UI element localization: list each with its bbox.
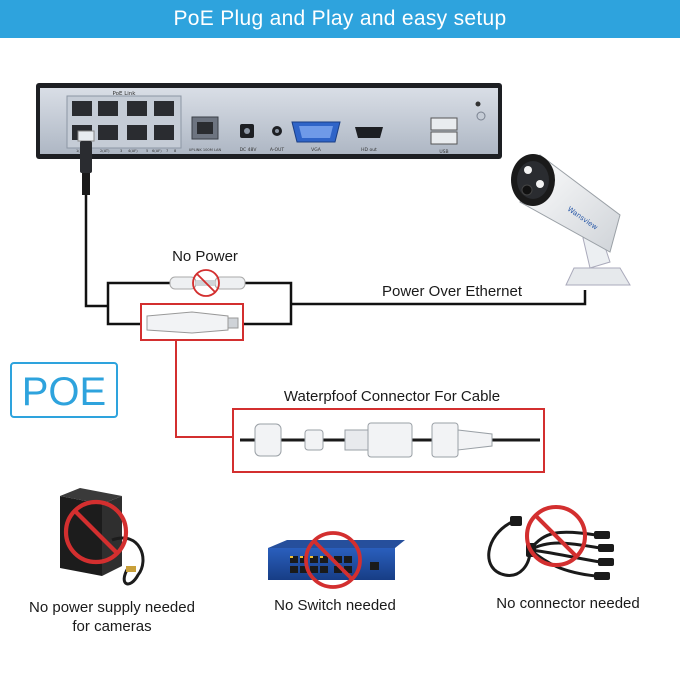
nvr-recorder: PoE Link 1(AF) 2(AT) 3 4(AF) 5 6(AF) 7 8… bbox=[36, 83, 502, 159]
port-label-6: 6(AF) bbox=[152, 149, 162, 153]
poe-link-label: PoE Link bbox=[113, 91, 137, 97]
caption-switch-line1: No Switch needed bbox=[274, 597, 396, 614]
port-7 bbox=[127, 125, 147, 140]
port-1 bbox=[72, 101, 92, 116]
threaded-sleeve bbox=[344, 429, 370, 451]
port-2 bbox=[98, 101, 118, 116]
bullet-camera: Wansview bbox=[511, 154, 631, 286]
port-8 bbox=[154, 125, 174, 140]
no-power-label: No Power bbox=[172, 248, 238, 265]
usb-label: USB bbox=[439, 149, 448, 155]
caption-power-supply-line1: No power supply needed bbox=[29, 599, 195, 616]
caption-power-supply: No power supply needed for cameras bbox=[6, 598, 218, 636]
sealing-nut bbox=[254, 423, 282, 457]
port-label-2: 2(AT) bbox=[100, 149, 110, 153]
caption-switch: No Switch needed bbox=[250, 596, 420, 615]
caption-connector-line1: No connector needed bbox=[496, 595, 640, 612]
waterproof-connector-small bbox=[146, 311, 239, 334]
connector-cap bbox=[431, 422, 459, 458]
caption-power-supply-line2: for cameras bbox=[72, 618, 152, 635]
status-led bbox=[475, 101, 481, 107]
hdmi-port bbox=[355, 127, 383, 138]
port-4 bbox=[154, 101, 174, 116]
lan-label: UPLINK 100M LAN bbox=[189, 148, 222, 152]
usb-port-1 bbox=[430, 117, 458, 131]
hdmi-label: HD out bbox=[361, 147, 377, 153]
page-title: PoE Plug and Play and easy setup bbox=[0, 0, 680, 38]
port-6 bbox=[98, 125, 118, 140]
connector-tail bbox=[457, 429, 493, 451]
connector-parts bbox=[240, 422, 540, 458]
ir-led-2 bbox=[536, 180, 544, 188]
connector-body bbox=[367, 422, 413, 458]
ground-screw bbox=[476, 111, 486, 121]
connector-label: Waterpfoof Connector For Cable bbox=[284, 388, 500, 405]
aout-label: A-OUT bbox=[270, 147, 285, 153]
port-label-5: 5 bbox=[146, 149, 148, 153]
port-label-7: 7 bbox=[166, 149, 168, 153]
dc-label: DC 48V bbox=[240, 147, 258, 153]
rubber-ring bbox=[304, 429, 324, 451]
poe-badge: POE bbox=[10, 362, 118, 418]
usb-port-2 bbox=[430, 131, 458, 145]
camera-mount-base bbox=[565, 267, 631, 286]
no-connector-sign bbox=[527, 507, 585, 565]
vga-label: VGA bbox=[311, 147, 322, 153]
leader-line bbox=[175, 340, 233, 438]
splitter-plugs bbox=[510, 516, 614, 580]
poe-line-label: Power Over Ethernet bbox=[382, 283, 523, 300]
ethernet-plug bbox=[77, 130, 95, 195]
port-label-8: 8 bbox=[174, 149, 177, 153]
no-power-plug bbox=[169, 269, 246, 297]
port-label-4: 4(AF) bbox=[128, 149, 138, 153]
caption-connector: No connector needed bbox=[468, 594, 668, 613]
port-label-3: 3 bbox=[120, 149, 122, 153]
port-3 bbox=[127, 101, 147, 116]
ir-led-1 bbox=[524, 166, 532, 174]
network-switch-icon bbox=[268, 540, 405, 580]
